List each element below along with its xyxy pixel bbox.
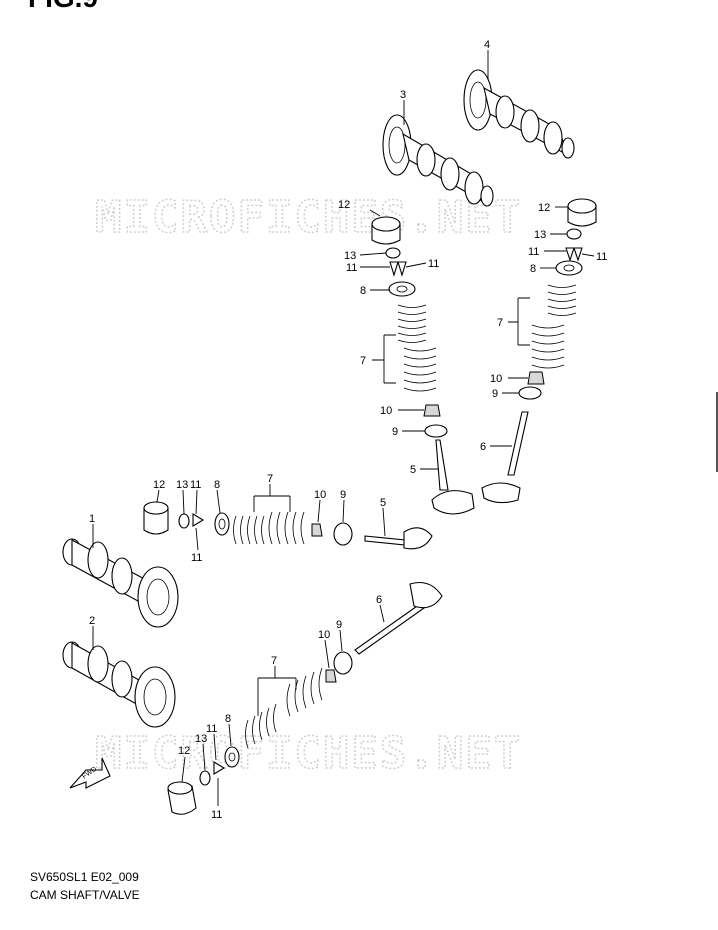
spring-7-d[interactable] bbox=[245, 667, 323, 749]
seat-9-c[interactable] bbox=[333, 522, 353, 546]
figure-title: FIG.9 bbox=[28, 0, 98, 14]
callout-9-a: 9 bbox=[392, 426, 398, 438]
callout-10-c: 10 bbox=[314, 489, 326, 501]
callout-4: 4 bbox=[484, 39, 490, 51]
model-code: SV650SL1 E02_009 bbox=[30, 870, 139, 884]
callout-1: 1 bbox=[89, 513, 95, 525]
callout-5-a: 5 bbox=[410, 464, 416, 476]
callout-9-b: 9 bbox=[492, 388, 498, 400]
seat-9-a[interactable] bbox=[424, 424, 448, 438]
forward-arrow-icon: FWD bbox=[69, 757, 111, 789]
shim-13-a[interactable] bbox=[385, 247, 401, 259]
shim-13-d[interactable] bbox=[199, 770, 211, 786]
shim-13-b[interactable] bbox=[566, 228, 582, 240]
spring-7-c[interactable] bbox=[233, 511, 305, 545]
callout-5-b: 5 bbox=[380, 497, 386, 509]
seal-10-b[interactable] bbox=[527, 371, 545, 385]
callout-10-a: 10 bbox=[380, 405, 392, 417]
callout-11-c: 11 bbox=[528, 246, 539, 258]
callout-8-c: 8 bbox=[214, 479, 220, 491]
callout-7-b: 7 bbox=[497, 317, 503, 329]
tappet-12-c[interactable] bbox=[143, 501, 169, 535]
retainer-8-c[interactable] bbox=[214, 512, 230, 536]
callout-7-a: 7 bbox=[360, 355, 366, 367]
callout-11-f: 11 bbox=[191, 552, 202, 564]
valve-5-b[interactable] bbox=[364, 527, 433, 550]
watermark-top: MICROFICHES.NET bbox=[95, 192, 522, 243]
callout-12-d: 12 bbox=[178, 745, 190, 757]
callout-12-b: 12 bbox=[538, 202, 550, 214]
callout-10-b: 10 bbox=[490, 373, 502, 385]
callout-2: 2 bbox=[89, 615, 95, 627]
cotter-11-a[interactable] bbox=[389, 261, 407, 277]
callout-11-d: 11 bbox=[596, 251, 607, 263]
callout-13-c: 13 bbox=[176, 479, 188, 491]
callout-11-b: 11 bbox=[428, 258, 439, 270]
callout-12-c: 12 bbox=[153, 479, 165, 491]
cotter-11-d[interactable] bbox=[213, 761, 226, 775]
valve-5-a[interactable] bbox=[431, 439, 475, 515]
valve-6-a[interactable] bbox=[481, 411, 529, 504]
cotter-11-c[interactable] bbox=[192, 513, 205, 527]
seat-9-d[interactable] bbox=[333, 651, 353, 675]
page-edge-mark bbox=[716, 392, 718, 472]
callout-9-c: 9 bbox=[340, 489, 346, 501]
seal-10-d[interactable] bbox=[325, 669, 337, 683]
callout-10-d: 10 bbox=[318, 629, 330, 641]
figure-caption: CAM SHAFT/VALVE bbox=[30, 888, 140, 902]
callout-13-d: 13 bbox=[195, 733, 207, 745]
shim-13-c[interactable] bbox=[178, 513, 190, 529]
camshaft-2[interactable] bbox=[62, 641, 176, 728]
callout-7-c: 7 bbox=[267, 473, 273, 485]
callout-9-d: 9 bbox=[336, 619, 342, 631]
callout-8-b: 8 bbox=[530, 263, 536, 275]
callout-11-h: 11 bbox=[211, 809, 222, 821]
callout-13-a: 13 bbox=[344, 250, 356, 262]
tappet-12-a[interactable] bbox=[371, 216, 401, 245]
callout-11-a: 11 bbox=[346, 262, 357, 274]
seat-9-b[interactable] bbox=[518, 386, 542, 400]
retainer-8-b[interactable] bbox=[555, 260, 583, 276]
callout-11-g: 11 bbox=[206, 723, 217, 735]
camshaft-3[interactable] bbox=[382, 114, 494, 207]
camshaft-1[interactable] bbox=[62, 538, 179, 628]
spring-7-a[interactable] bbox=[397, 304, 437, 392]
cotter-11-b[interactable] bbox=[565, 247, 583, 262]
callout-6-b: 6 bbox=[376, 594, 382, 606]
callout-6-a: 6 bbox=[480, 441, 486, 453]
callout-8-d: 8 bbox=[225, 713, 231, 725]
tappet-12-b[interactable] bbox=[567, 198, 597, 227]
retainer-8-d[interactable] bbox=[224, 746, 240, 768]
callout-11-e: 11 bbox=[190, 479, 201, 491]
callout-8-a: 8 bbox=[360, 285, 366, 297]
callout-13-b: 13 bbox=[534, 229, 546, 241]
watermark-bottom: MICROFICHES.NET bbox=[95, 728, 522, 779]
retainer-8-a[interactable] bbox=[388, 281, 416, 297]
tappet-12-d[interactable] bbox=[167, 781, 197, 815]
leader-lines bbox=[92, 50, 595, 806]
callout-12-a: 12 bbox=[338, 199, 350, 211]
spring-7-b[interactable] bbox=[531, 284, 577, 369]
camshaft-4[interactable] bbox=[463, 69, 575, 159]
callout-3: 3 bbox=[400, 89, 406, 101]
callout-7-d: 7 bbox=[271, 655, 277, 667]
seal-10-a[interactable] bbox=[423, 404, 441, 417]
seal-10-c[interactable] bbox=[311, 523, 323, 537]
valve-6-b[interactable] bbox=[354, 581, 443, 655]
